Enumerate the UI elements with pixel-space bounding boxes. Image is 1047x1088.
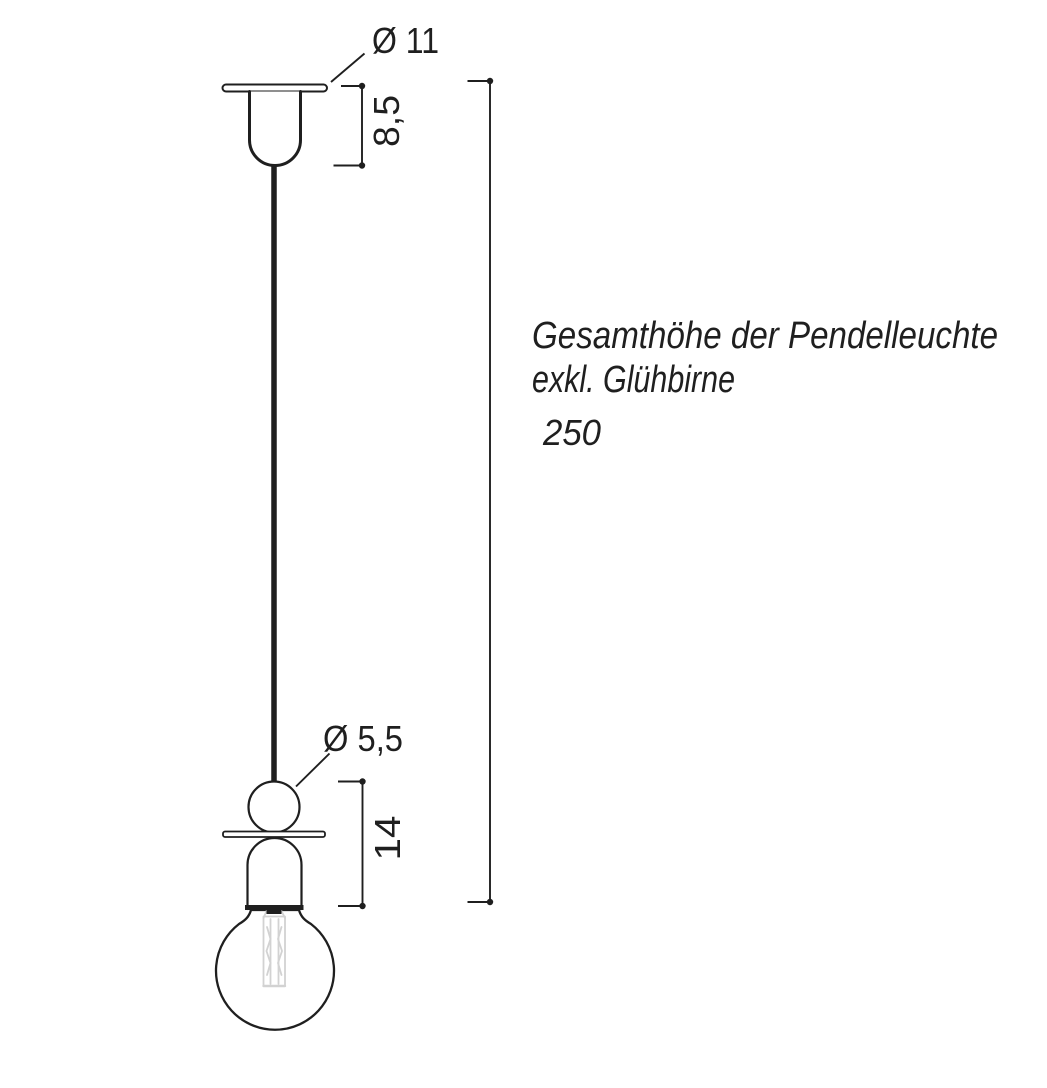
canopy-height-label: 8,5 (366, 95, 407, 147)
dimension-endpoint-dot (358, 82, 366, 90)
lamp-socket (246, 836, 303, 911)
bulb-filament (262, 910, 287, 988)
canopy-diameter-label: Ø 11 (372, 20, 439, 61)
dimension-endpoint-dot (486, 898, 494, 906)
dimension-endpoint-dot (359, 778, 366, 785)
sphere-diameter-label: Ø 5,5 (323, 718, 403, 759)
dimension-endpoint-dot (359, 902, 366, 910)
note-line1: Gesamthöhe der Pendelleuchte (532, 315, 998, 357)
dimension-canopy-height: 8,5 (333, 82, 407, 169)
light-bulb (214, 908, 336, 1031)
dimension-holder-height: 14 (338, 778, 408, 910)
ceiling-canopy-plate (221, 83, 328, 93)
dimension-total-height (467, 77, 494, 906)
ceiling-canopy-cup (248, 90, 302, 167)
total-height-value: 250 (542, 412, 601, 453)
bulb-stem (266, 906, 282, 914)
dimension-endpoint-dot (358, 162, 366, 169)
holder-height-label: 14 (367, 816, 408, 861)
dimension-endpoint-dot (486, 77, 494, 85)
leader-sphere-diameter: Ø 5,5 (295, 718, 403, 788)
note-line2: exkl. Glühbirne (532, 359, 735, 401)
note-text-block: Gesamthöhe der Pendelleuchte exkl. Glühb… (532, 315, 998, 453)
holder-disc (222, 830, 326, 838)
leader-canopy-diameter: Ø 11 (330, 20, 439, 83)
lamp-drawing (214, 83, 336, 1031)
decorative-sphere (247, 780, 301, 834)
